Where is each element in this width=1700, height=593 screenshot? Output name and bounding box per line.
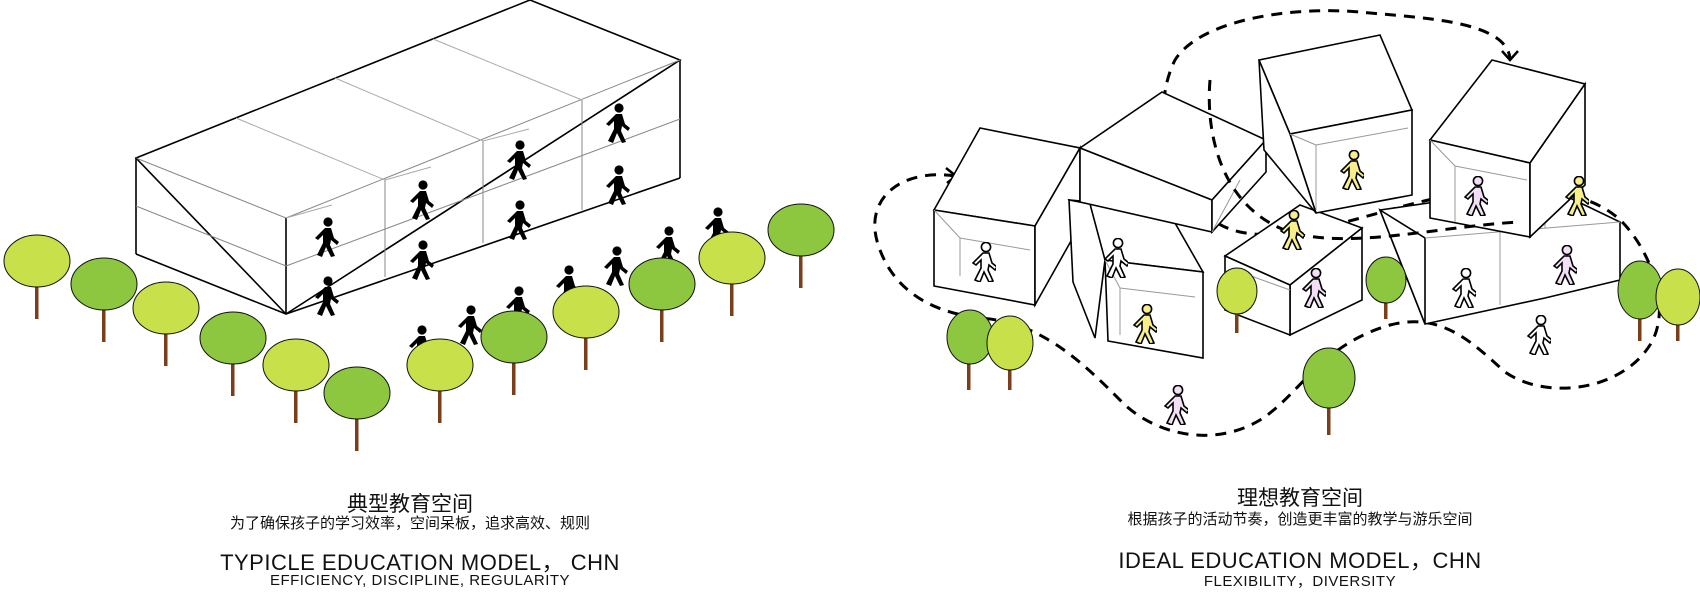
tree	[1302, 347, 1356, 435]
walker-icon	[604, 246, 628, 286]
tree	[199, 311, 267, 396]
tree	[132, 281, 200, 366]
trees-ideal	[946, 256, 1700, 435]
walker-icon	[410, 240, 434, 280]
tree	[3, 234, 71, 319]
tree	[480, 310, 548, 395]
tree	[1365, 256, 1407, 319]
pavilion-box-3	[1223, 204, 1364, 337]
right-title-en: IDEAL EDUCATION MODEL，CHN	[1118, 548, 1482, 573]
tree	[262, 338, 330, 423]
walker-icon	[458, 305, 482, 345]
walker-icon	[1527, 315, 1551, 355]
left-subtitle-cn: 为了确保孩子的学习效率，空间呆板，追求高效、规则	[229, 514, 590, 532]
pavilion-box-7	[1428, 59, 1587, 239]
walker-icon	[606, 103, 630, 143]
dashed-path-inner	[1207, 79, 1521, 241]
tree	[70, 257, 138, 342]
pavilion-box-4	[1078, 91, 1268, 235]
tree	[628, 257, 696, 342]
tree	[767, 203, 835, 288]
left-title-en: TYPICLE EDUCATION MODEL， CHN	[220, 550, 620, 575]
tree	[1655, 268, 1700, 341]
left-title-cn: 典型教育空间	[347, 492, 473, 516]
typical-school-block	[134, 0, 682, 316]
tree-row-front	[3, 203, 835, 451]
tree	[323, 366, 391, 451]
left-subtitle-en: EFFICIENCY, DISCIPLINE, REGULARITY	[269, 572, 571, 589]
tree	[552, 285, 620, 370]
right-subtitle-cn: 根据孩子的活动节奏，创造更丰富的教学与游乐空间	[1127, 510, 1473, 528]
right-title-cn: 理想教育空间	[1237, 486, 1363, 510]
tree	[406, 338, 474, 423]
tree	[1216, 267, 1258, 333]
tree	[698, 231, 766, 316]
right-subtitle-en: FLEXIBILITY，DIVERSITY	[1203, 573, 1397, 590]
pavilion-box-1	[932, 127, 1082, 309]
tree	[946, 309, 994, 390]
tree	[986, 315, 1034, 390]
pavilion-box-5	[1257, 34, 1414, 214]
walker-icon	[1164, 385, 1188, 425]
